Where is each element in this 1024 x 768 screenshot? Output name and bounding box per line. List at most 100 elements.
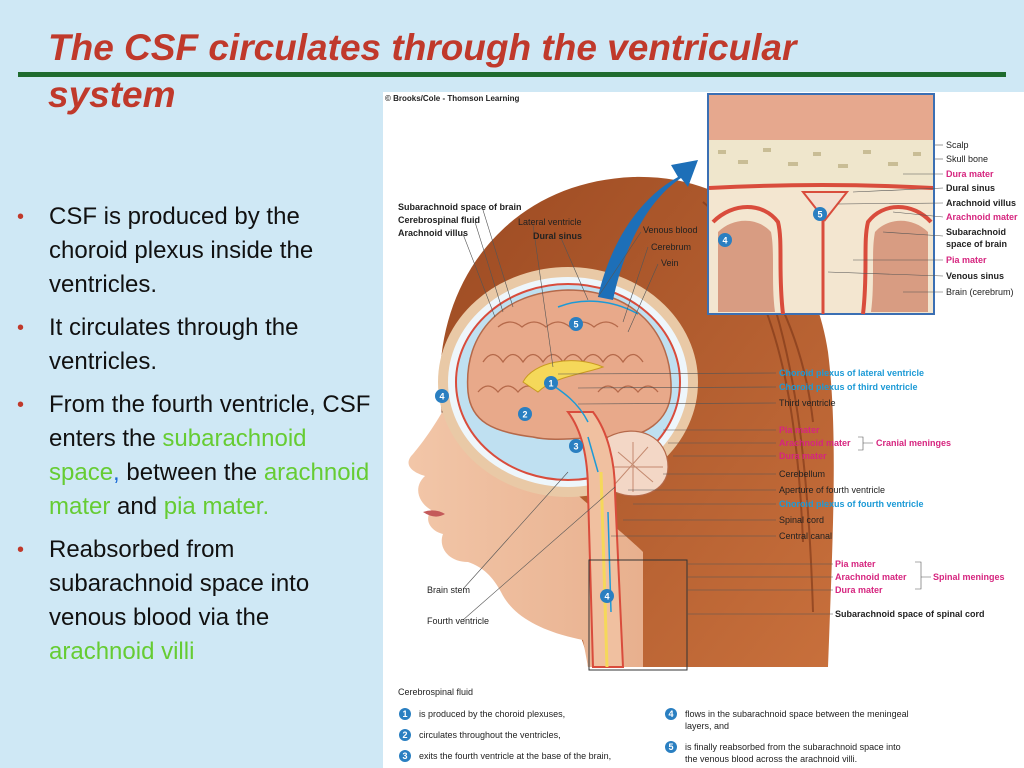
bullet-item: • CSF is produced by the choroid plexus … [14,200,379,302]
inset-brain-folds [711,205,933,315]
figure-credit: © Brooks/Cole - Thomson Learning [385,94,519,103]
csf-flow-arrows [547,300,639,613]
step-marker-3: 3 [569,439,583,453]
highlight-term: pia mater. [163,493,270,520]
svg-text:1: 1 [402,709,407,719]
bullet-text-part: From the fourth ventricle, CSF enters th… [49,391,371,452]
svg-text:3: 3 [573,442,578,452]
bullet-text-part: between the [119,459,264,486]
label-pia-spinal: Pia mater [835,559,876,569]
title-divider [18,72,1006,77]
svg-text:4: 4 [722,236,727,246]
svg-text:is produced by the choroid ple: is produced by the choroid plexuses, [419,709,565,719]
legend-item: 4 flows in the subarachnoid space betwee… [665,708,909,731]
label-venous-blood: Venous blood [643,225,698,235]
bullet-item: • From the fourth ventricle, CSF enters … [14,388,379,524]
bullet-list: • CSF is produced by the choroid plexus … [14,200,379,678]
step-marker-5: 5 [569,317,583,331]
svg-text:circulates throughout the vent: circulates throughout the ventricles, [419,730,561,740]
inset-skull-texture [718,148,921,168]
highlight-term: arachnoid mater [49,459,370,520]
label-cranial-meninges: Cranial meninges [876,438,951,448]
step-marker-2: 2 [518,407,532,421]
label-dura-cranial: Dura mater [779,451,827,461]
label-pia-cranial: Pia mater [779,425,820,435]
label-lateral-ventricle: Lateral ventricle [518,217,582,227]
bullet-text: It circulates through the ventricles. [49,314,299,375]
face-shape [408,392,643,667]
svg-text:layers, and: layers, and [685,721,729,731]
anatomy-illustration: © Brooks/Cole - Thomson Learning [385,93,1018,764]
label-spinal-meninges: Spinal meninges [933,572,1005,582]
bullet-icon: • [17,539,25,561]
highlight-term: subarachnoid space [49,425,307,486]
inset-label-skull: Skull bone [946,154,988,164]
svg-text:5: 5 [668,742,673,752]
inset-dura [708,183,934,190]
label-third-ventricle: Third ventricle [779,398,836,408]
zoom-arrow-icon [598,160,698,300]
label-spinal-cord: Spinal cord [779,515,824,525]
step-marker-4-inset: 4 [718,233,732,247]
legend-item: 2 circulates throughout the ventricles, [399,729,561,741]
svg-text:1: 1 [548,379,553,389]
svg-text:4: 4 [439,392,444,402]
csf-anatomy-figure: © Brooks/Cole - Thomson Learning [383,92,1024,768]
legend-heading: Cerebrospinal fluid [398,687,473,697]
svg-text:5: 5 [573,320,578,330]
inset-label-arachnoid-villus: Arachnoid villus [946,198,1016,208]
slide-title: The CSF circulates through the ventricul… [48,27,797,115]
legend-item: 3 exits the fourth ventricle at the base… [399,750,611,762]
svg-text:2: 2 [402,730,407,740]
label-csf: Cerebrospinal fluid [398,215,480,225]
head-leaders [462,209,659,621]
central-canal [599,471,609,668]
svg-text:the venous blood across the ar: the venous blood across the arachnoid vi… [685,754,857,764]
punctuation: , [113,459,120,486]
bullet-text: From the fourth ventricle, CSF enters th… [49,391,370,520]
step-marker-4-spine: 4 [600,589,614,603]
label-cerebrum: Cerebrum [651,242,691,252]
label-subarachnoid-spinal: Subarachnoid space of spinal cord [835,609,985,619]
label-cerebellum: Cerebellum [779,469,825,479]
legend: Cerebrospinal fluid 1 is produced by the… [398,687,909,764]
brainstem-spinal-cord [566,411,625,668]
label-subarachnoid-brain: Subarachnoid space of brain [398,202,522,212]
inset-label-venous-sinus: Venous sinus [946,271,1004,281]
inset-brain-tissue [718,220,928,312]
step-marker-5-inset: 5 [813,207,827,221]
svg-text:is finally reabsorbed from the: is finally reabsorbed from the subarachn… [685,742,901,752]
bullet-text: Reabsorbed from subarachnoid space into … [49,536,309,665]
bullet-icon: • [17,206,25,228]
svg-text:4: 4 [668,709,673,719]
legend-item: 1 is produced by the choroid plexuses, [399,708,565,720]
bullet-text-part: Reabsorbed from subarachnoid space into … [49,536,310,631]
lips-shape [423,510,445,517]
bullet-icon: • [17,317,25,339]
label-fourth-ventricle: Fourth ventricle [427,616,489,626]
label-choroid-lateral: Choroid plexus of lateral ventricle [779,368,924,378]
svg-text:2: 2 [522,410,527,420]
label-dura-spinal: Dura mater [835,585,883,595]
label-choroid-third: Choroid plexus of third ventricle [779,382,918,392]
inset-scalp [709,95,933,140]
inset-leaders [827,144,944,293]
bullet-text-part: and [110,493,164,520]
label-arachnoid-spinal: Arachnoid mater [835,572,907,582]
inset-label-brain: Brain (cerebrum) [946,287,1014,297]
inset-label-dura: Dura mater [946,169,994,179]
bullet-item: • It circulates through the ventricles. [14,311,379,379]
label-brain-stem: Brain stem [427,585,470,595]
highlight-term: arachnoid villi [49,638,195,665]
label-choroid-fourth: Choroid plexus of fourth ventricle [779,499,924,509]
step-marker-4: 4 [435,389,449,403]
svg-text:4: 4 [604,592,609,602]
inset-label-pia: Pia mater [946,255,987,265]
label-arachnoid-cranial: Arachnoid mater [779,438,851,448]
cerebellum-folia [611,442,663,492]
bullet-item: • Reabsorbed from subarachnoid space int… [14,533,379,669]
inset-label-subarachnoid-2: space of brain [946,239,1007,249]
svg-text:3: 3 [402,751,407,761]
legend-item: 5 is finally reabsorbed from the subarac… [665,741,901,764]
svg-text:exits the fourth ventricle at: exits the fourth ventricle at the base o… [419,751,611,761]
